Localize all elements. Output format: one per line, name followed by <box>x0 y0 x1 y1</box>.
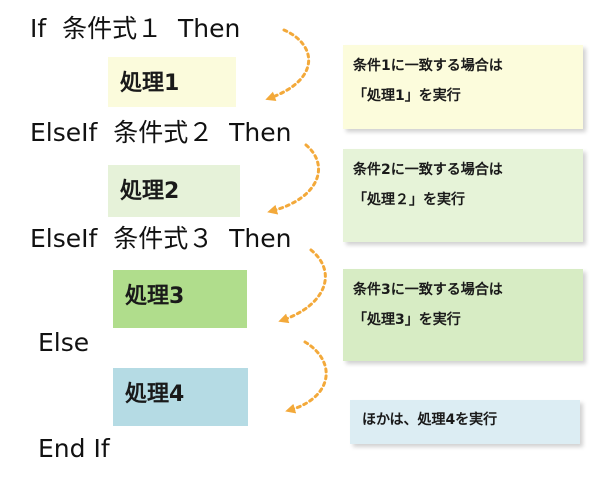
if-line: If 条件式１ Then <box>30 14 241 43</box>
process-4-box: 処理4 <box>113 368 248 426</box>
note-4-line-1: ほかは、処理4を実行 <box>362 412 498 428</box>
arrow-to-process-4 <box>285 340 328 414</box>
note-3-line-1: 条件3に一致する場合は <box>353 282 503 298</box>
arrow-to-process-3 <box>278 248 327 324</box>
process-1-box: 処理1 <box>108 57 236 107</box>
arrow-to-process-2 <box>267 143 320 215</box>
note-1-line-1: 条件1に一致する場合は <box>353 58 503 74</box>
note-2-line-2: 「処理２」を実行 <box>353 192 465 208</box>
process-3-box: 処理3 <box>113 270 247 328</box>
elseif-line-1: ElseIf 条件式２ Then <box>30 118 292 147</box>
process-2-box: 処理2 <box>108 165 240 217</box>
note-3-line-2: 「処理3」を実行 <box>353 312 461 328</box>
else-line: Else <box>38 328 90 357</box>
note-condition-2: 条件2に一致する場合は 「処理２」を実行 <box>343 149 583 242</box>
arrow-to-process-1 <box>265 28 310 102</box>
note-2-line-1: 条件2に一致する場合は <box>353 162 503 178</box>
note-1-line-2: 「処理1」を実行 <box>353 88 461 104</box>
end-if-line: End If <box>38 434 110 463</box>
note-condition-3: 条件3に一致する場合は 「処理3」を実行 <box>343 269 583 361</box>
elseif-line-2: ElseIf 条件式３ Then <box>30 224 292 253</box>
note-else: ほかは、処理4を実行 <box>350 400 580 444</box>
note-condition-1: 条件1に一致する場合は 「処理1」を実行 <box>343 45 583 129</box>
